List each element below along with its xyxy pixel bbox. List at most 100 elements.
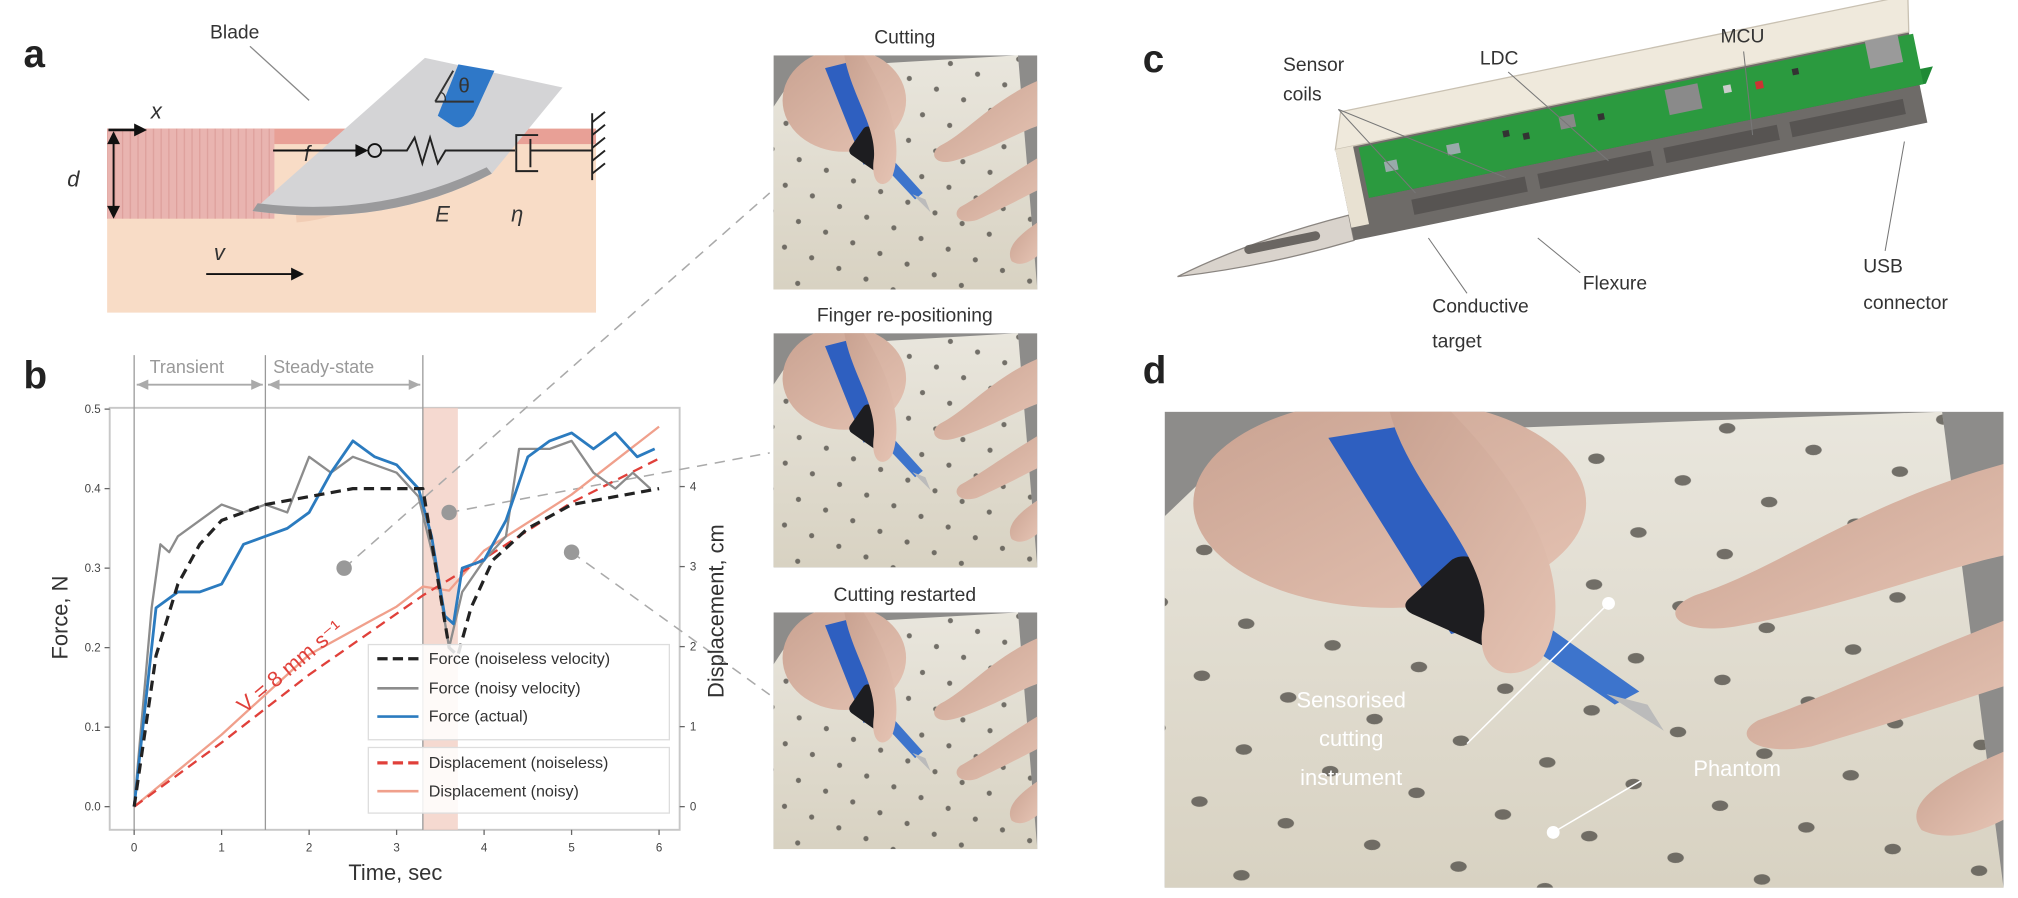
force-arrowhead-icon bbox=[355, 144, 369, 157]
arrowhead-left-icon bbox=[267, 379, 280, 390]
y2-axis-label: Displacement, cm bbox=[703, 524, 728, 698]
event-marker-dot bbox=[563, 544, 580, 560]
callout-conductive-target-2: target bbox=[1432, 331, 1482, 352]
y2-tick-label: 0 bbox=[690, 802, 696, 814]
legend-box-force bbox=[367, 643, 670, 741]
x-tick-label: 0 bbox=[131, 843, 137, 855]
panel-b: b Transient Steady-state 0 1 2 3 4 5 6 0.0 0.1 0.… bbox=[24, 28, 1038, 885]
photo-link-line bbox=[343, 192, 771, 569]
x-tick-label: 2 bbox=[306, 843, 312, 855]
panel-a: a Blade θ x d f bbox=[24, 23, 606, 313]
series-line-displacement-noiseless bbox=[133, 457, 660, 808]
arrowhead-right-icon bbox=[408, 379, 421, 390]
pcb-top bbox=[1358, 33, 1924, 198]
panel-d: d Sensorised cutting instrument Phantom bbox=[1143, 349, 2004, 888]
photo-cutting-image bbox=[773, 55, 1038, 290]
legend-label: Displacement (noisy) bbox=[429, 782, 579, 800]
legend-label: Force (noiseless velocity) bbox=[429, 650, 610, 668]
photo-title-cutting: Cutting bbox=[874, 28, 935, 49]
phantom-leader-line bbox=[1552, 780, 1642, 834]
callout-ldc: LDC bbox=[1480, 48, 1519, 69]
callout-instrument-1: Sensorised bbox=[1297, 688, 1406, 713]
phase-label-transient: Transient bbox=[150, 357, 224, 377]
photo-finger-repositioning: Finger re-positioning bbox=[773, 306, 1038, 568]
x-tick-label: 5 bbox=[568, 843, 574, 855]
callout-sensor-coils-1: Sensor bbox=[1283, 55, 1345, 76]
y-tick-label: 0.2 bbox=[85, 643, 101, 655]
f-symbol: f bbox=[304, 141, 312, 166]
blade-slot bbox=[1244, 231, 1321, 255]
y-axis-label: Force, N bbox=[47, 576, 72, 660]
y2-tick-label: 4 bbox=[690, 481, 697, 493]
photo-cutting-restarted: Cutting restarted bbox=[773, 585, 1038, 850]
y-tick-label: 0.5 bbox=[85, 404, 101, 416]
cut-region bbox=[107, 128, 275, 219]
panel-c: c Sensor coils LDC bbox=[1143, 0, 1949, 352]
spring-icon bbox=[381, 134, 515, 167]
callout-usb-connector-1: USB bbox=[1863, 257, 1903, 278]
arrowhead-right-icon bbox=[251, 379, 263, 390]
eta-symbol: η bbox=[511, 201, 523, 226]
callout-sensor-coils-2: coils bbox=[1283, 84, 1322, 105]
theta-symbol: θ bbox=[458, 75, 469, 98]
series-line-force-noiseless-velocity bbox=[132, 487, 660, 807]
legend-box-displacement bbox=[367, 746, 670, 814]
photo-cutting: Cutting bbox=[773, 28, 1038, 290]
v-symbol: v bbox=[214, 240, 226, 265]
housing-end bbox=[1335, 146, 1370, 228]
d-arrowhead-up-icon bbox=[107, 131, 121, 145]
x-symbol: x bbox=[150, 98, 163, 123]
y-tick-label: 0.3 bbox=[85, 563, 101, 575]
series-line-force-noisy-velocity bbox=[133, 439, 652, 807]
force-displacement-chart: Transient Steady-state 0 1 2 3 4 5 6 0.0 0.1 0.2 0… bbox=[47, 192, 771, 885]
fixed-wall-icon bbox=[591, 111, 606, 181]
photo-link-line bbox=[571, 551, 771, 696]
photo-title-cutting-restarted: Cutting restarted bbox=[834, 585, 977, 606]
pcb-components bbox=[1383, 34, 1904, 173]
y-tick-label: 0.0 bbox=[85, 802, 101, 814]
d-arrowhead-down-icon bbox=[107, 205, 121, 219]
legend-label: Displacement (noiseless) bbox=[429, 754, 609, 772]
phase-label-steady-state: Steady-state bbox=[273, 357, 374, 377]
y2-tick-label: 1 bbox=[690, 721, 696, 733]
flexure-windows bbox=[1411, 98, 1906, 215]
x-arrowhead-icon bbox=[134, 123, 148, 137]
velocity-arrowhead-icon bbox=[291, 267, 304, 281]
callout-instrument-2: cutting bbox=[1319, 726, 1383, 751]
legend-label: Force (noisy velocity) bbox=[429, 679, 581, 697]
panel-label-b: b bbox=[24, 355, 48, 398]
photo-title-finger-repositioning: Finger re-positioning bbox=[817, 306, 993, 327]
arrowhead-left-icon bbox=[136, 379, 149, 390]
photo-restarted-image bbox=[773, 612, 1038, 850]
housing-top bbox=[1334, 0, 1910, 151]
y-tick-label: 0.1 bbox=[85, 722, 101, 734]
x-tick-label: 1 bbox=[218, 843, 224, 855]
x-tick-label: 4 bbox=[481, 843, 488, 855]
event-marker-dot bbox=[336, 560, 352, 576]
device-callouts: Sensor coils LDC MCU Conductive target F… bbox=[1283, 26, 1948, 352]
y2-tick-label: 3 bbox=[690, 561, 696, 573]
panel-label-d: d bbox=[1143, 349, 1167, 392]
panel-label-c: c bbox=[1143, 38, 1164, 81]
legend: Force (noiseless velocity) Force (noisy v… bbox=[367, 643, 670, 814]
x-tick-label: 6 bbox=[656, 843, 662, 855]
blade-mark bbox=[437, 64, 495, 128]
theta-angle-icon bbox=[434, 70, 474, 103]
d-symbol: d bbox=[67, 167, 80, 192]
series-line-displacement-noisy bbox=[133, 425, 660, 808]
event-marker-dot bbox=[441, 504, 457, 521]
callout-instrument-3: instrument bbox=[1300, 765, 1402, 790]
dashpot-icon bbox=[515, 134, 539, 173]
photo-repositioning-image bbox=[773, 333, 1038, 568]
callout-flexure: Flexure bbox=[1583, 273, 1647, 294]
sensorised-scalpel-render bbox=[1177, 0, 1933, 278]
blade-edge bbox=[252, 167, 492, 216]
legend-label: Force (actual) bbox=[429, 708, 528, 726]
x-tick-label: 3 bbox=[393, 843, 399, 855]
instrument-leader-line bbox=[1466, 602, 1610, 745]
callout-usb-connector-2: connector bbox=[1863, 293, 1948, 314]
callout-leader-lines bbox=[1337, 51, 1905, 294]
callout-phantom: Phantom bbox=[1693, 756, 1780, 781]
blade-leader-line bbox=[249, 45, 310, 101]
